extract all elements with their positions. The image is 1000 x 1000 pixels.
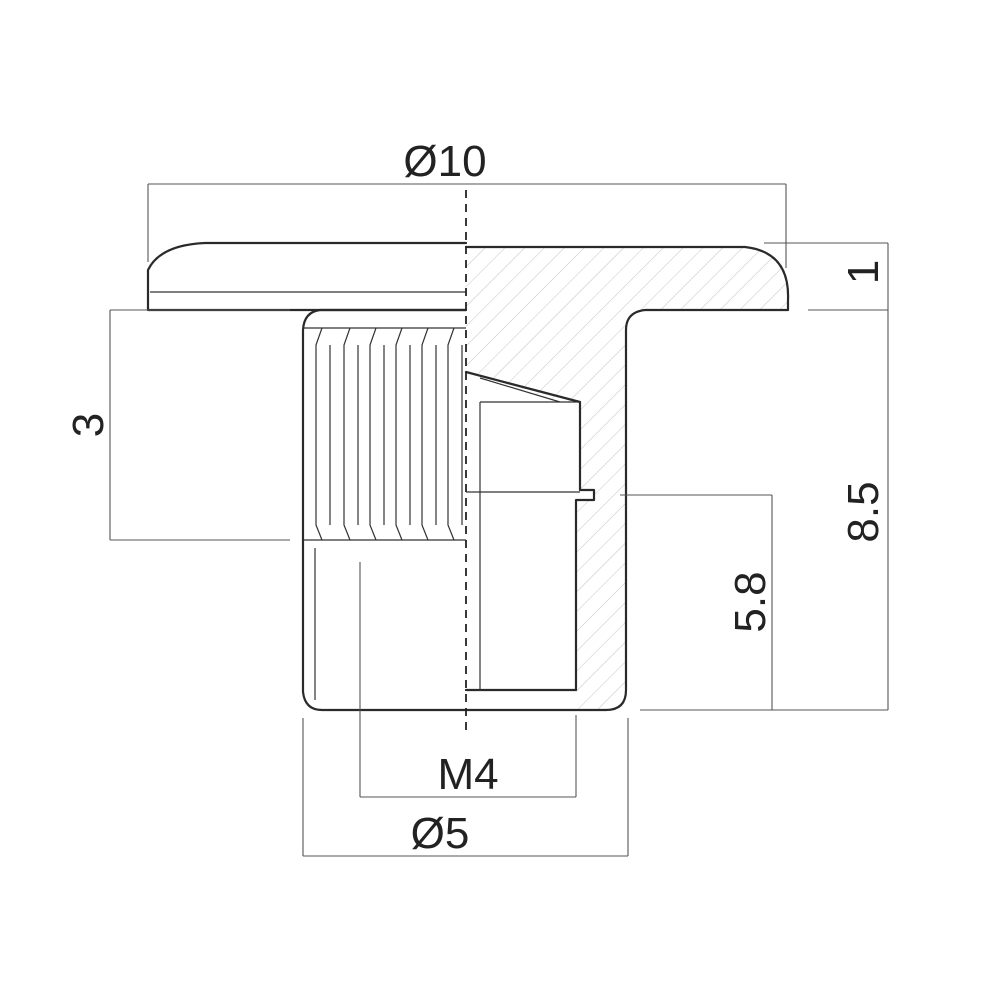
dim-label-flange-thickness: 1 <box>839 260 888 284</box>
flange-head <box>146 241 468 312</box>
dim-thread-size: M4 <box>359 562 577 799</box>
dim-label-knurl-length: 3 <box>64 413 113 437</box>
cone-edge <box>479 377 561 403</box>
section-view-right-half <box>464 245 790 712</box>
dim-body-diameter: Ø5 <box>302 718 629 858</box>
dim-label-body-diameter: Ø5 <box>411 809 470 858</box>
exterior-view-left-half <box>146 241 468 712</box>
dim-label-thread-size: M4 <box>437 750 498 799</box>
dim-knurl-length: 3 <box>64 309 290 541</box>
right-outline <box>464 245 790 712</box>
dim-thread-depth: 5.8 <box>620 494 775 710</box>
hatched-section <box>466 247 789 710</box>
body-outline <box>301 308 468 712</box>
dim-label-overall-length: 8.5 <box>839 481 888 542</box>
dim-flange-thickness: 1 <box>764 242 889 311</box>
dim-label-thread-depth: 5.8 <box>726 571 775 632</box>
dim-overall-length: 8.5 <box>640 310 889 711</box>
dim-label-flange-diameter: Ø10 <box>403 137 486 186</box>
dim-flange-diameter: Ø10 <box>147 137 787 268</box>
knurl <box>303 327 466 541</box>
bore-profile <box>464 370 596 692</box>
